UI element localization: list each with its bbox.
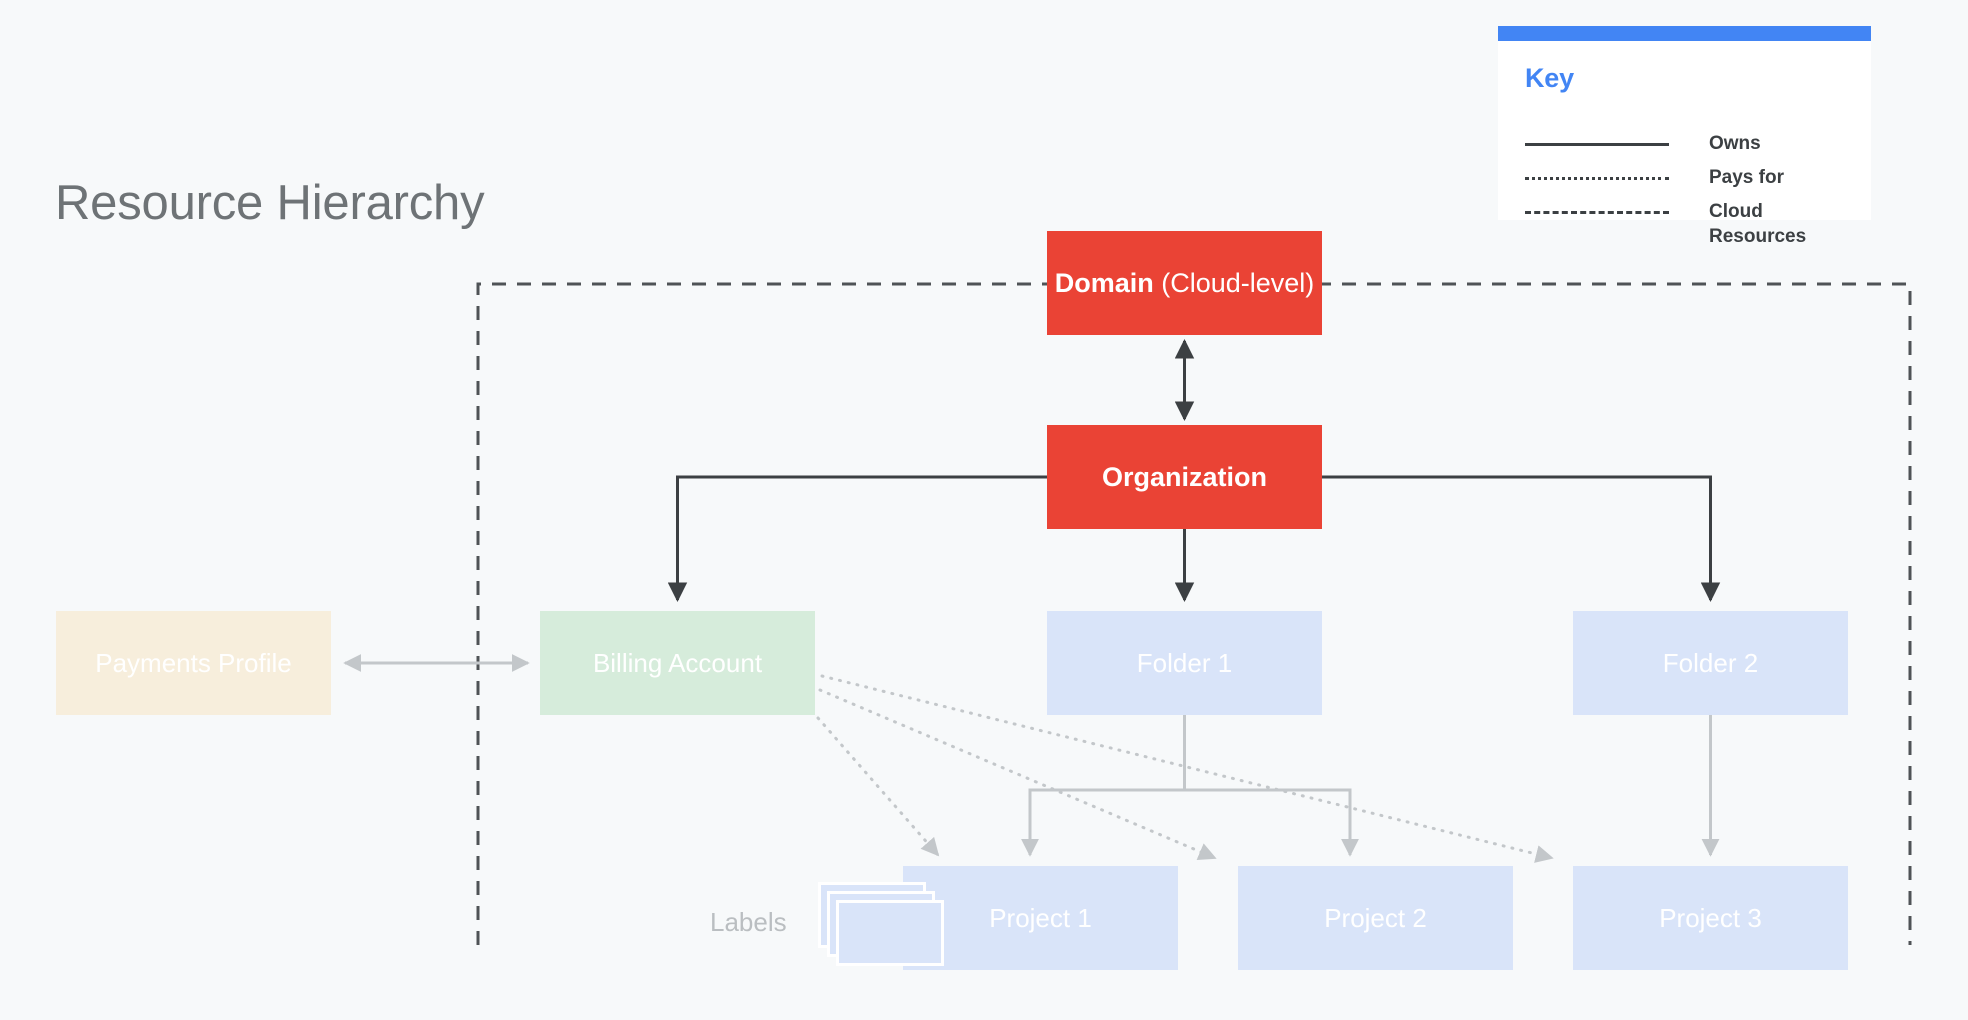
node-organization[interactable]: Organization [1047, 425, 1322, 529]
labels-caption: Labels [710, 907, 787, 937]
edge-folder1-branch [1021, 715, 1186, 857]
key-entry-owns: Owns [1525, 131, 1855, 165]
page-title: Resource Hierarchy [55, 176, 485, 230]
node-domain-label-regular: (Cloud-level) [1161, 267, 1315, 298]
node-payments-profile[interactable]: Payments Profile [56, 611, 331, 715]
key-entry-label: Cloud Resources [1709, 201, 1807, 247]
label-card-front [836, 900, 944, 966]
node-project-1[interactable]: Project 1 [903, 866, 1178, 970]
key-entry-pays-for: Pays for [1525, 165, 1855, 199]
node-billing-account[interactable]: Billing Account [540, 611, 815, 715]
dotted-line-sample [1525, 177, 1669, 180]
node-payments-profile-label: Payments Profile [95, 647, 292, 678]
edge-billing-project1 [816, 716, 940, 857]
labels-stack-icon[interactable] [818, 882, 948, 968]
node-domain-label-bold: Domain [1054, 267, 1154, 298]
solid-line-sample [1525, 143, 1669, 146]
edge-organization-billing [667, 475, 1047, 602]
edge-organization-folder2 [1322, 475, 1721, 602]
node-domain[interactable]: Domain (Cloud-level) [1047, 231, 1322, 335]
node-folder-2-label: Folder 2 [1662, 647, 1759, 678]
dashed-line-sample [1525, 211, 1669, 214]
node-project-3[interactable]: Project 3 [1573, 866, 1848, 970]
node-project-1-label: Project 1 [989, 902, 1092, 933]
key-heading: Key [1525, 63, 1574, 93]
key-entry-cloud-resources: Cloud Resources [1525, 199, 1855, 247]
node-organization-label: Organization [1101, 461, 1267, 492]
key-entry-label: Owns [1709, 133, 1761, 154]
key-legend-panel: Key Owns Pays for Cloud Resources [1498, 26, 1871, 247]
node-project-3-label: Project 3 [1659, 902, 1762, 933]
node-billing-account-label: Billing Account [592, 647, 763, 678]
edge-folder1-project2 [1184, 788, 1359, 857]
node-folder-2[interactable]: Folder 2 [1573, 611, 1848, 715]
node-project-2-label: Project 2 [1324, 902, 1427, 933]
edge-billing-project2 [818, 688, 1217, 860]
node-folder-1[interactable]: Folder 1 [1047, 611, 1322, 715]
key-entry-label: Pays for [1709, 167, 1784, 188]
node-project-2[interactable]: Project 2 [1238, 866, 1513, 970]
node-folder-1-label: Folder 1 [1136, 647, 1233, 678]
